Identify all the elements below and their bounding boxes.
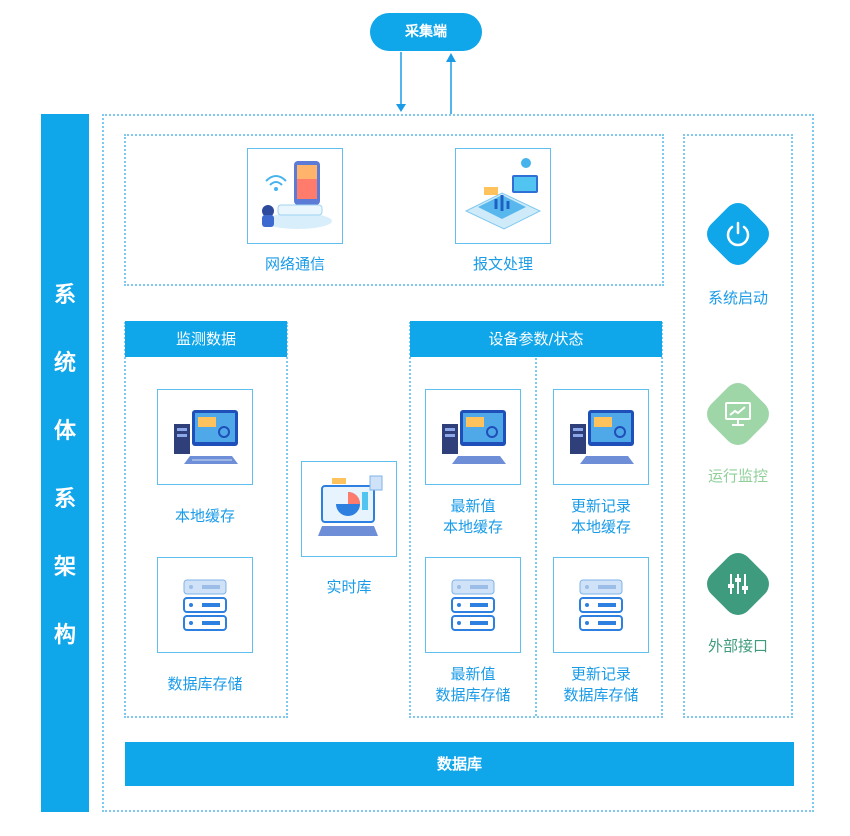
- update-local-label: 更新记录 本地缓存: [541, 496, 661, 538]
- monitor-screen-icon: [725, 402, 751, 426]
- monitor-header: 监测数据: [125, 321, 287, 357]
- monitor-db-store-tile: [157, 557, 253, 653]
- latest-db-tile: [425, 557, 521, 653]
- monitor-label: 运行监控: [707, 467, 768, 485]
- device-divider: [535, 358, 537, 716]
- monitor-local-cache-tile: [157, 389, 253, 485]
- collector-node: 采集端: [370, 13, 482, 51]
- sidebar-text: 系 统 体 系 架 构: [54, 277, 76, 649]
- power-icon: [726, 221, 750, 247]
- start-diamond: [700, 196, 776, 272]
- system-architecture-sidebar: 系 统 体 系 架 构: [41, 114, 89, 812]
- arrow-up-head: [446, 53, 456, 62]
- message-illustration-icon: [464, 158, 542, 230]
- interface-label: 外部接口: [707, 637, 768, 655]
- message-label: 报文处理: [472, 255, 533, 273]
- computer-icon: [442, 410, 506, 464]
- sliders-icon: [728, 574, 748, 594]
- network-tile: [247, 148, 343, 244]
- update-db-label: 更新记录 数据库存储: [531, 664, 671, 706]
- dashboard-icon: [318, 475, 383, 536]
- device-header: 设备参数/状态: [410, 321, 662, 357]
- architecture-frame: [102, 114, 814, 812]
- update-local-line2: 本地缓存: [570, 518, 631, 536]
- server-icon: [579, 579, 623, 631]
- network-label: 网络通信: [264, 255, 325, 273]
- monitor-diamond: [700, 376, 776, 452]
- arrow-down-head: [396, 104, 406, 112]
- monitor-local-cache-label: 本地缓存: [174, 507, 235, 525]
- update-local-tile: [553, 389, 649, 485]
- computer-icon: [570, 410, 634, 464]
- monitor-db-store-label: 数据库存储: [167, 675, 243, 693]
- interface-diamond: [700, 546, 776, 622]
- realtime-db-tile: [301, 461, 397, 557]
- computer-icon: [174, 410, 238, 464]
- sidebar-char: 架: [53, 555, 76, 580]
- database-bar: 数据库: [125, 742, 794, 786]
- connection-arrows: [396, 52, 456, 114]
- latest-db-line2: 数据库存储: [435, 686, 511, 704]
- sidebar-char: 系: [53, 283, 76, 308]
- server-icon: [183, 579, 227, 631]
- latest-local-tile: [425, 389, 521, 485]
- latest-local-line2: 本地缓存: [442, 518, 503, 536]
- update-db-line2: 数据库存储: [563, 686, 639, 704]
- server-icon: [451, 579, 495, 631]
- start-label: 系统启动: [707, 289, 768, 307]
- update-db-tile: [553, 557, 649, 653]
- sidebar-char: 构: [53, 623, 76, 648]
- latest-db-label: 最新值 数据库存储: [403, 664, 543, 706]
- latest-db-line1: 最新值: [450, 665, 496, 683]
- update-local-line1: 更新记录: [570, 497, 631, 515]
- network-illustration-icon: [262, 161, 332, 229]
- comm-panel: [124, 134, 664, 286]
- sidebar-char: 体: [53, 419, 76, 444]
- realtime-db-label: 实时库: [326, 578, 372, 596]
- latest-local-label: 最新值 本地缓存: [413, 496, 533, 538]
- sidebar-char: 系: [53, 487, 76, 512]
- control-panel: [683, 134, 793, 718]
- latest-local-line1: 最新值: [450, 497, 496, 515]
- update-db-line1: 更新记录: [570, 665, 631, 683]
- sidebar-char: 统: [53, 351, 76, 376]
- message-tile: [455, 148, 551, 244]
